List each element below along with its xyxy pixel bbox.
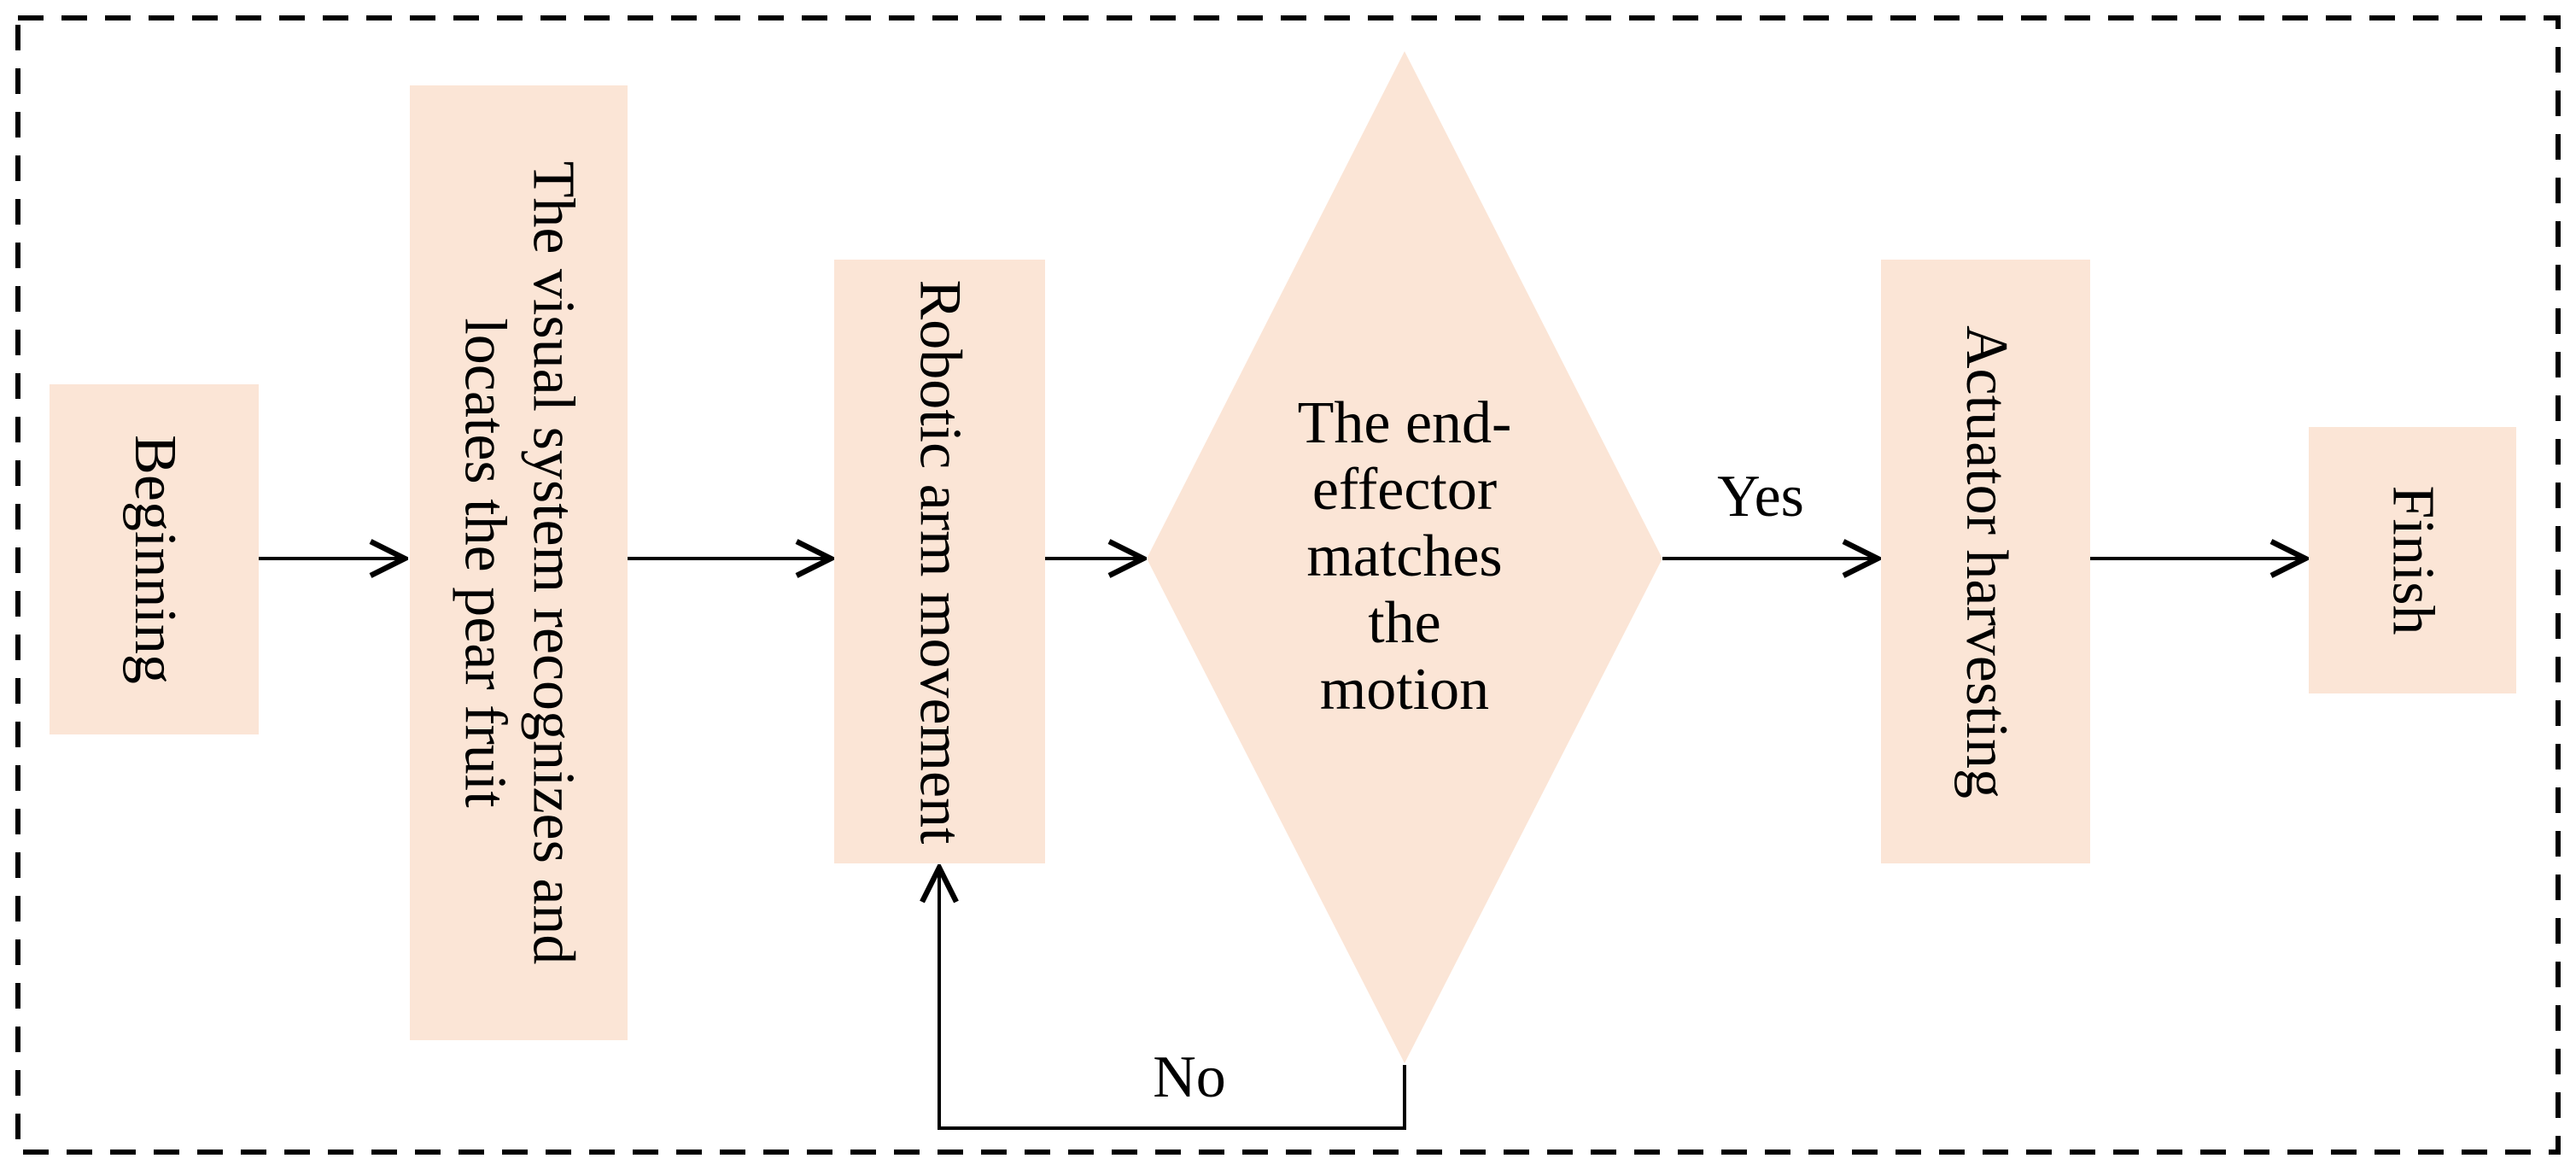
node-decision-label-line4: the: [1368, 590, 1441, 656]
node-robotic-arm: Robotic arm movement: [834, 260, 1045, 863]
node-actuator-harvesting: Actuator harvesting: [1881, 260, 2090, 863]
node-finish-label: Finish: [2380, 485, 2446, 635]
node-decision-label-line5: motion: [1319, 657, 1490, 722]
decision-diamond-shape: [1147, 51, 1662, 1063]
node-finish: Finish: [2309, 427, 2516, 693]
node-decision-label: The end- effector matches the motion: [1298, 390, 1512, 723]
node-visual-system-label-line1: The visual system recognizes and: [520, 161, 587, 965]
edge-label-yes: Yes: [1717, 464, 1804, 529]
edge-label-no: No: [1153, 1044, 1226, 1110]
node-visual-system-label: The visual system recognizes and locates…: [451, 161, 587, 965]
dashed-border: [15, 15, 2561, 1155]
node-decision-label-line1: The end-: [1297, 390, 1512, 456]
node-decision-label-line2: effector: [1311, 457, 1498, 523]
node-visual-system: The visual system recognizes and locates…: [410, 85, 628, 1040]
node-beginning-label: Beginning: [121, 435, 188, 684]
node-visual-system-label-line2: locates the pear fruit: [452, 318, 518, 808]
node-beginning: Beginning: [50, 384, 259, 734]
node-robotic-arm-label: Robotic arm movement: [907, 279, 973, 844]
arrow-decision-to-robotic-no-loop: [939, 869, 1406, 1130]
node-decision-label-line3: matches: [1306, 524, 1503, 589]
node-actuator-harvesting-label: Actuator harvesting: [1953, 325, 2019, 799]
